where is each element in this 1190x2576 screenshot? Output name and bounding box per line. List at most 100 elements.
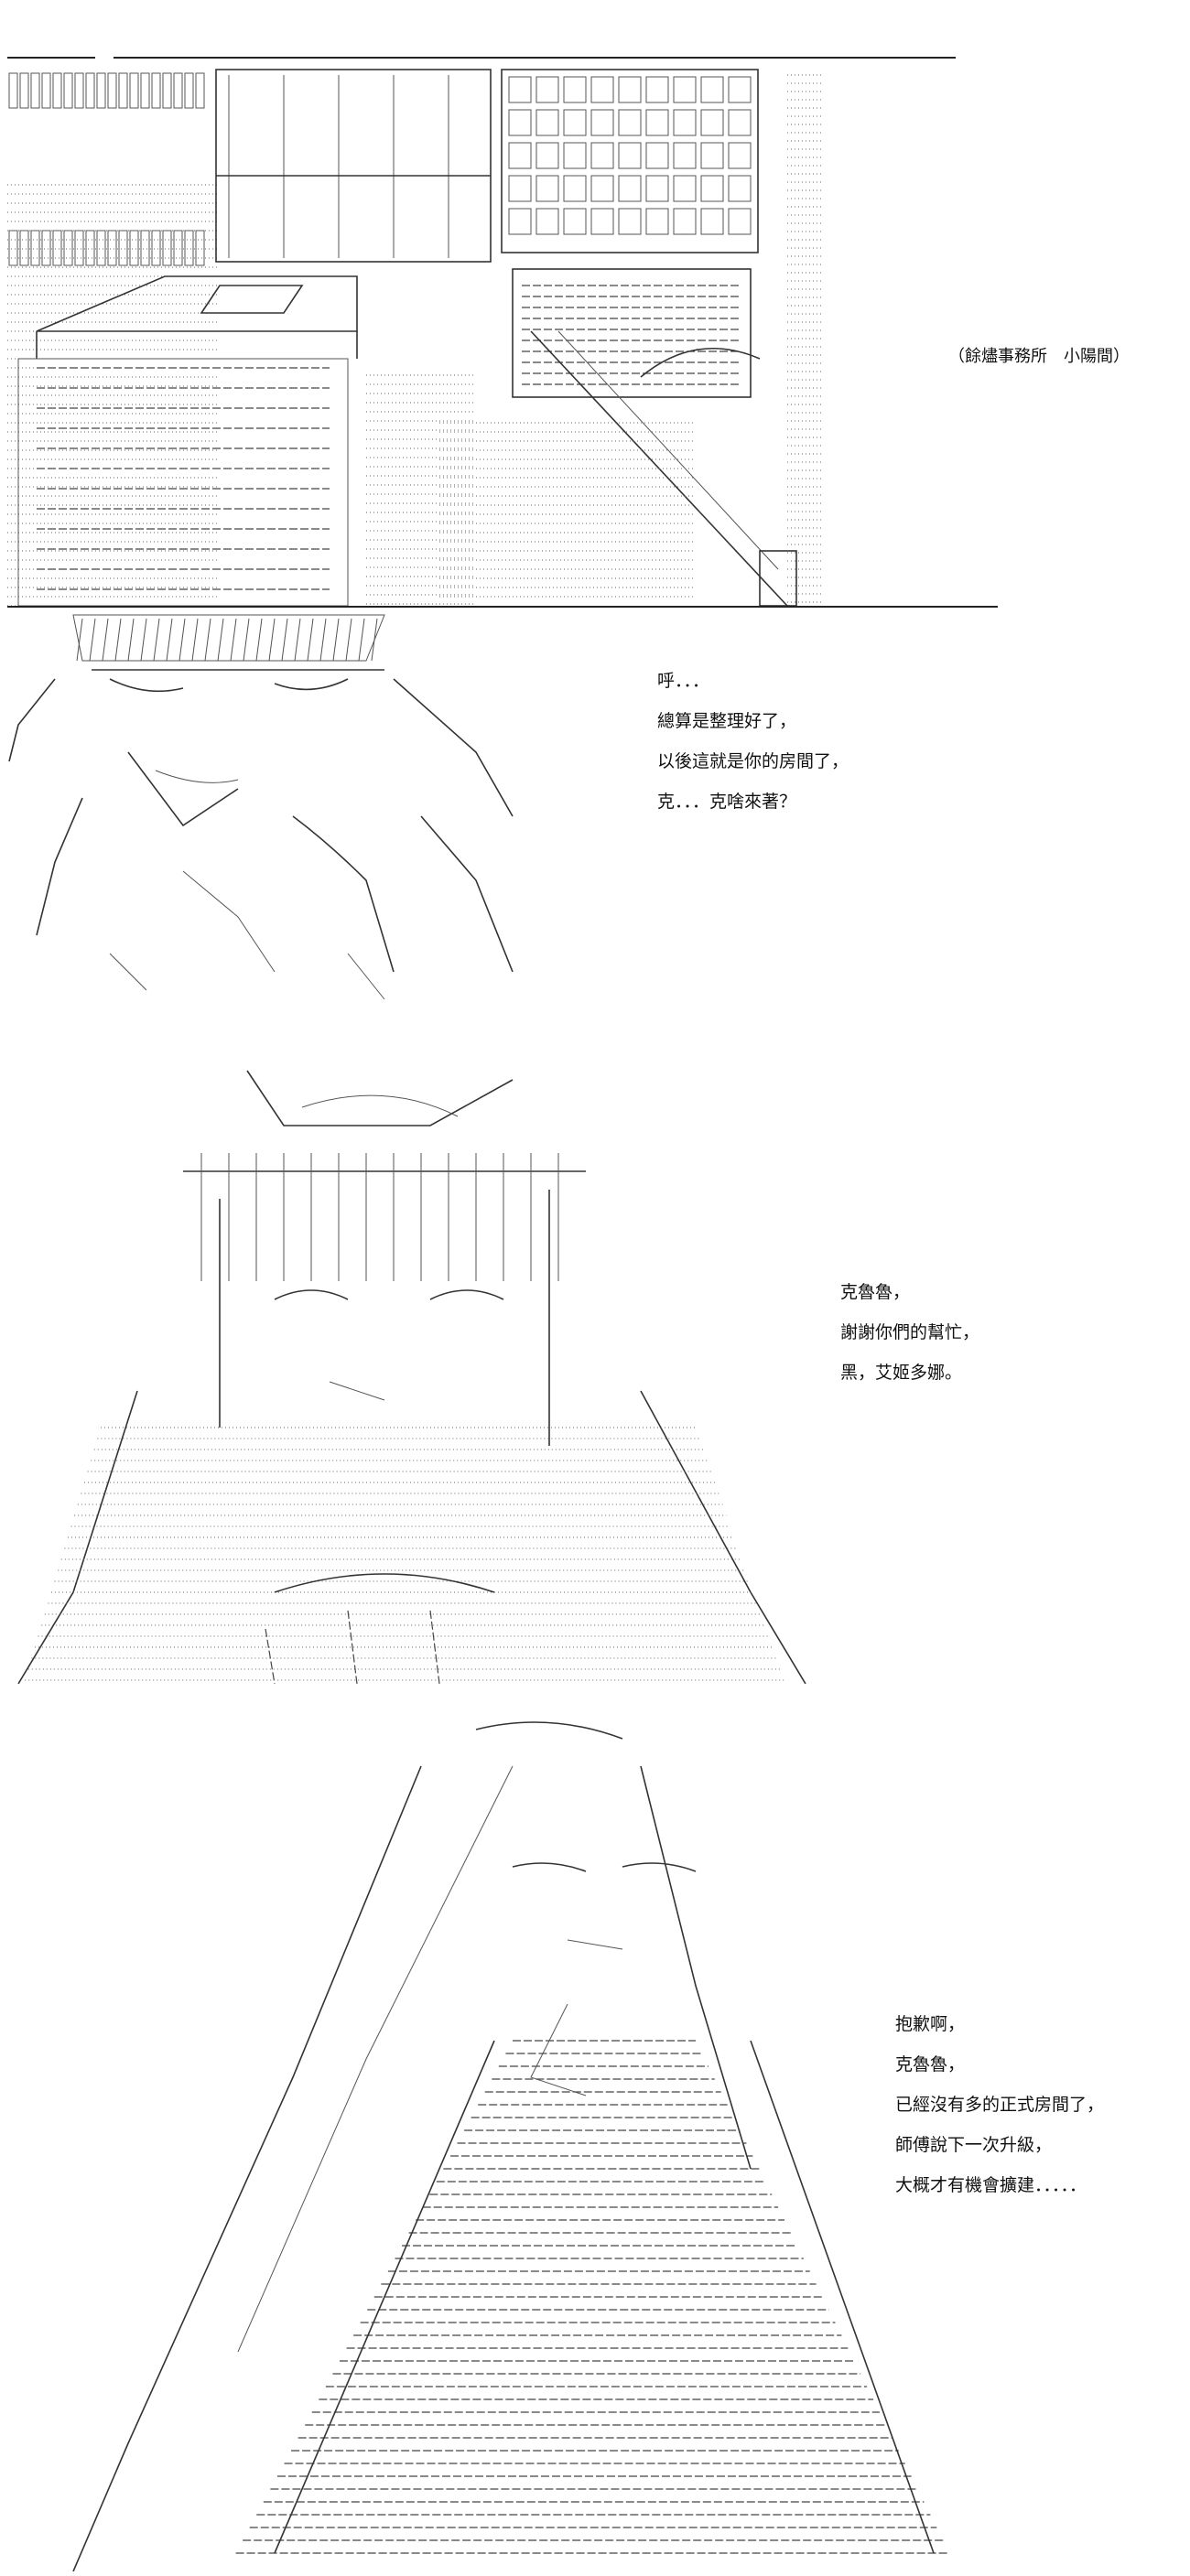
shelf-cell: [590, 208, 614, 235]
shoulder-right: [393, 678, 514, 817]
shelf-cell: [645, 175, 669, 202]
dialogue-2-line: 謝謝你們的幫忙，: [840, 1322, 980, 1342]
hair-strand: [332, 618, 340, 662]
hair-strand: [281, 618, 288, 662]
shelf-cell: [728, 142, 752, 169]
hair-strand: [102, 618, 109, 662]
shelf-cell: [673, 175, 697, 202]
wall-panel: [8, 72, 18, 109]
mouth: [567, 1939, 623, 1950]
dialogue-2: 克魯魯， 謝謝你們的幫忙， 黑，艾姬多娜。: [840, 1272, 979, 1393]
eye-right: [274, 678, 349, 691]
top-rule-right: [114, 57, 956, 59]
wall-panel: [140, 72, 150, 109]
wall-panel: [118, 72, 128, 109]
shelf-cell: [563, 142, 587, 169]
shelf-cell: [618, 175, 642, 202]
shelf-cell: [563, 175, 587, 202]
wall-panel: [19, 230, 29, 266]
eye-left: [512, 1862, 587, 1872]
shelf-cell: [728, 109, 752, 136]
hem: [109, 953, 147, 991]
wall-panel: [74, 230, 84, 266]
hair-strand: [178, 618, 186, 662]
dialogue-3: 抱歉啊， 克魯魯， 已經沒有多的正式房間了， 師傅說下一次升級， 大概才有機會擴…: [895, 2004, 1104, 2205]
hair-strand: [114, 618, 122, 662]
wall-panel: [129, 72, 139, 109]
shelf-cell: [673, 142, 697, 169]
shelf-cell: [563, 208, 587, 235]
hair-strand: [255, 618, 263, 662]
cabinet: [512, 268, 752, 398]
robe-drape: [265, 1610, 440, 1684]
wall-panel: [52, 72, 62, 109]
panel-character-1: [0, 606, 586, 1008]
panel-character-3: [0, 1711, 970, 2576]
shelf-cell: [590, 175, 614, 202]
wall-panel: [184, 230, 194, 266]
wall-panel: [184, 72, 194, 109]
shelf-cell: [700, 208, 724, 235]
shelf-cell: [508, 76, 532, 103]
wall-panel: [195, 230, 205, 266]
hair-strand-left: [237, 1765, 514, 2353]
stair-rail-2: [557, 330, 779, 570]
shelf-cell: [536, 142, 559, 169]
dialogue-3-line: 克魯魯，: [895, 2054, 966, 2075]
wall-panel: [162, 230, 172, 266]
shelf-cell: [590, 109, 614, 136]
wall-panel: [74, 72, 84, 109]
shelf-cell: [590, 142, 614, 169]
hair-strand: [358, 618, 365, 662]
room-illustration: [7, 69, 824, 606]
hat-brim: [246, 1070, 514, 1126]
wall-panel: [96, 230, 106, 266]
eye-left: [274, 1289, 349, 1300]
shelf-cell: [645, 142, 669, 169]
hair-strand: [371, 618, 378, 662]
wall-panel: [30, 72, 40, 109]
hair-long-left: [72, 1765, 422, 2571]
wall-panel: [52, 230, 62, 266]
hair-strand: [89, 618, 96, 662]
hair-strand: [230, 618, 237, 662]
dialogue-1-line: 呼．．．: [657, 671, 710, 691]
shelf-cell: [563, 109, 587, 136]
wall-panel: [173, 230, 183, 266]
hair-strand: [140, 618, 147, 662]
character-2-illustration: [17, 1070, 806, 1684]
mouth: [329, 1381, 385, 1401]
shelf-cell: [728, 208, 752, 235]
shelf-cell: [673, 109, 697, 136]
shoulder-left: [8, 678, 56, 762]
eye-left: [109, 678, 184, 693]
shelf-cell: [700, 76, 724, 103]
curtain-curve: [640, 347, 761, 378]
wall-panel: [107, 230, 117, 266]
panel1-bottom-rule: [7, 606, 998, 608]
shelf-cell: [618, 109, 642, 136]
dialogue-2-line: 黑，艾姬多娜。: [840, 1363, 963, 1383]
shelf-cell: [508, 142, 532, 169]
shelf-cell: [536, 109, 559, 136]
headband: [301, 1094, 459, 1117]
hair-strand: [243, 618, 250, 662]
wall-panel: [118, 230, 128, 266]
location-caption: （餘燼事務所 小陽間）: [948, 347, 1130, 366]
hair-strand: [345, 618, 352, 662]
hair-strand: [166, 618, 173, 662]
shelf-cell: [673, 208, 697, 235]
shelf-cell: [508, 175, 532, 202]
shelf-cell: [590, 76, 614, 103]
shelf-cell: [536, 175, 559, 202]
wall-panel: [162, 72, 172, 109]
wall-panel: [140, 230, 150, 266]
hair-strand: [127, 618, 135, 662]
eye-right: [429, 1289, 504, 1300]
shelf-cell: [618, 76, 642, 103]
hair-strand: [204, 618, 211, 662]
dialogue-3-line: 大概才有機會擴建．．．．．: [895, 2175, 1087, 2195]
panel-character-2: [0, 1043, 824, 1684]
door: [759, 550, 797, 606]
desk-tray: [200, 285, 304, 314]
